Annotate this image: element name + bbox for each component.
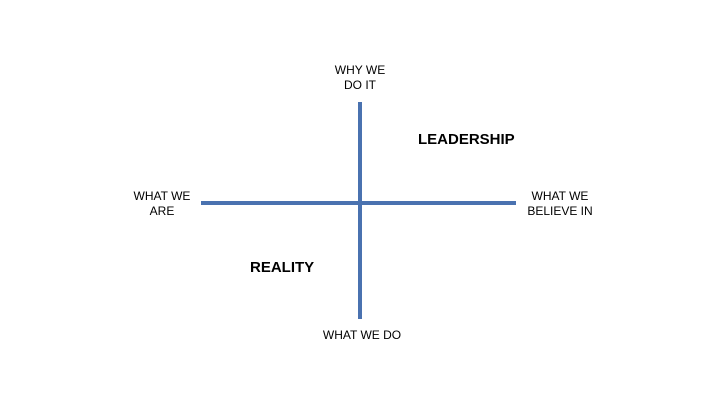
axis-label-top: WHY WE DO IT bbox=[334, 63, 386, 92]
axis-label-left: WHAT WE ARE bbox=[133, 189, 191, 218]
quadrant-label-leadership: LEADERSHIP bbox=[418, 131, 515, 148]
axis-label-right: WHAT WE BELIEVE IN bbox=[527, 189, 593, 218]
horizontal-axis bbox=[201, 201, 516, 205]
quadrant-label-reality: REALITY bbox=[250, 259, 315, 276]
axis-label-bottom: WHAT WE DO bbox=[322, 328, 402, 342]
vertical-axis bbox=[358, 102, 362, 319]
